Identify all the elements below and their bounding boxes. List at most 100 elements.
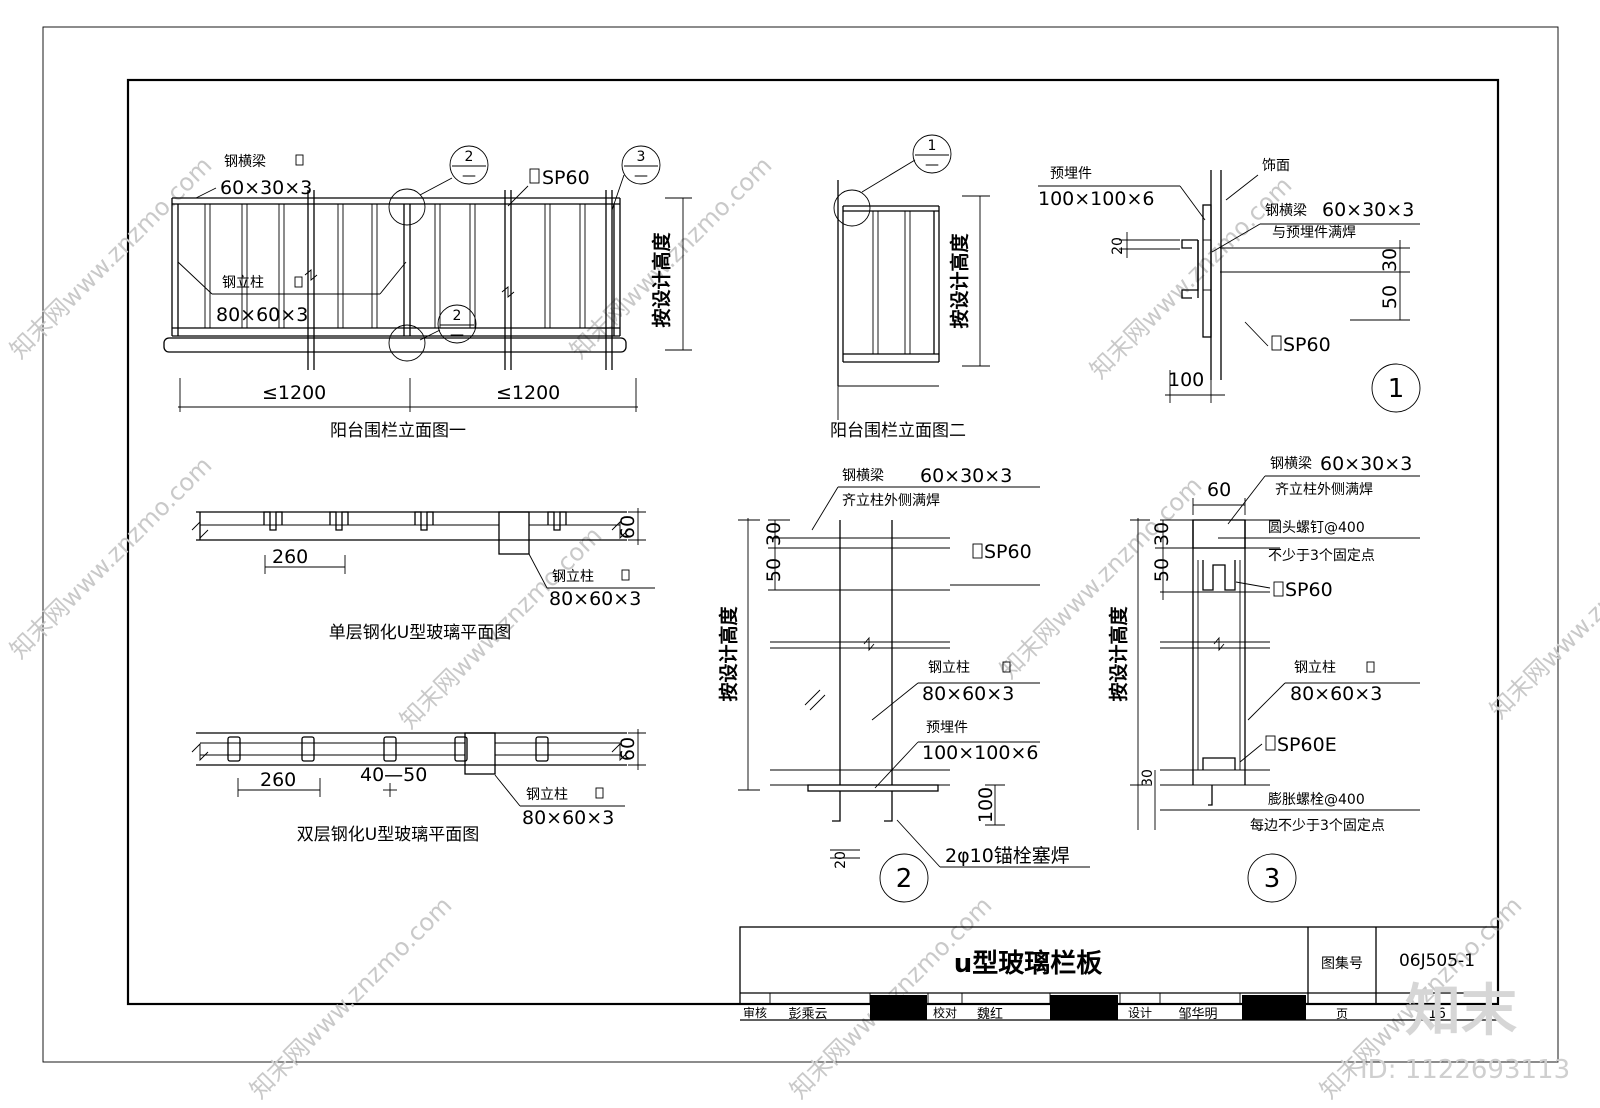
svg-text:预埋件: 预埋件 xyxy=(926,720,968,736)
detail-2: 30 50 按设计高度 钢横梁 60×30×3 齐立柱外侧满焊 SP60 钢立柱… xyxy=(717,465,1090,903)
svg-text:80×60×3: 80×60×3 xyxy=(522,807,614,829)
svg-text:80×60×3: 80×60×3 xyxy=(922,683,1014,705)
atlas-number: 06J505-1 xyxy=(1399,951,1475,971)
signature-designer xyxy=(1242,995,1306,1020)
svg-text:知末网www.znzmo.com: 知末网www.znzmo.com xyxy=(244,891,457,1104)
svg-text:知末网www.znzmo.com: 知末网www.znzmo.com xyxy=(1484,511,1600,724)
svg-text:图集号: 图集号 xyxy=(1321,955,1363,972)
svg-text:SP60E: SP60E xyxy=(1277,734,1337,756)
svg-text:60×30×3: 60×30×3 xyxy=(1322,199,1414,221)
svg-text:2: 2 xyxy=(453,308,462,324)
svg-text:≤1200: ≤1200 xyxy=(496,382,560,404)
plan-single-title: 单层钢化U型玻璃平面图 xyxy=(329,623,511,643)
svg-text:膨胀螺栓@400: 膨胀螺栓@400 xyxy=(1268,791,1365,808)
elevation-1: 2 — 3 — 2 — 钢横梁 60×30×3 钢立柱 80×60×3 SP60… xyxy=(163,145,692,441)
svg-text:魏红: 魏红 xyxy=(977,1006,1003,1022)
svg-text:40—50: 40—50 xyxy=(360,764,427,786)
svg-text:260: 260 xyxy=(272,546,308,568)
drawing-title: u型玻璃栏板 xyxy=(954,948,1103,979)
svg-text:审核: 审核 xyxy=(743,1005,767,1020)
svg-text:≤1200: ≤1200 xyxy=(262,382,326,404)
page-number: 16 xyxy=(1428,1006,1446,1022)
svg-text:SP60: SP60 xyxy=(984,541,1032,563)
svg-text:彭乘云: 彭乘云 xyxy=(788,1007,827,1022)
svg-text:—: — xyxy=(634,168,648,184)
svg-text:SP60: SP60 xyxy=(1283,334,1331,356)
elevation-2: 1 — 按设计高度 阳台围栏立面图二 xyxy=(830,134,990,441)
svg-text:50: 50 xyxy=(1151,558,1173,582)
svg-text:页: 页 xyxy=(1336,1007,1348,1021)
svg-text:SP60: SP60 xyxy=(1285,579,1333,601)
svg-text:齐立柱外侧满焊: 齐立柱外侧满焊 xyxy=(1275,482,1373,498)
svg-text:饰面: 饰面 xyxy=(1262,158,1290,174)
svg-text:与预埋件满焊: 与预埋件满焊 xyxy=(1272,225,1356,241)
svg-text:按设计高度: 按设计高度 xyxy=(948,233,971,329)
plan-double-title: 双层钢化U型玻璃平面图 xyxy=(297,825,479,845)
svg-text:钢立柱: 钢立柱 xyxy=(222,275,264,291)
signature-checker xyxy=(1050,995,1118,1020)
svg-text:80×60×3: 80×60×3 xyxy=(549,588,641,610)
svg-text:2φ10锚栓塞焊: 2φ10锚栓塞焊 xyxy=(945,845,1070,867)
svg-text:预埋件: 预埋件 xyxy=(1050,166,1092,182)
svg-text:SP60: SP60 xyxy=(542,167,590,189)
svg-text:圆头螺钉@400: 圆头螺钉@400 xyxy=(1268,520,1365,536)
callout-2-top xyxy=(449,145,489,185)
title-block: u型玻璃栏板 图集号 06J505-1 审核 彭乘云 校对 魏红 设计 邹华明 … xyxy=(739,926,1499,1022)
svg-text:60: 60 xyxy=(617,515,639,539)
svg-text:钢横梁: 钢横梁 xyxy=(1270,456,1312,472)
svg-text:80×60×3: 80×60×3 xyxy=(1290,683,1382,705)
svg-text:60×30×3: 60×30×3 xyxy=(1320,453,1412,475)
svg-text:钢立柱: 钢立柱 xyxy=(552,569,594,585)
svg-text:2: 2 xyxy=(465,149,474,165)
svg-text:钢横梁: 钢横梁 xyxy=(1265,203,1307,219)
svg-text:50: 50 xyxy=(1379,285,1401,309)
svg-text:—: — xyxy=(462,168,476,184)
outer-border xyxy=(42,26,1559,1063)
svg-text:设计: 设计 xyxy=(1128,1006,1152,1020)
svg-text:每边不少于3个固定点: 每边不少于3个固定点 xyxy=(1250,818,1385,834)
svg-text:20: 20 xyxy=(833,851,849,869)
elevation-2-title: 阳台围栏立面图二 xyxy=(830,421,966,441)
svg-text:知末网www.znzmo.com: 知末网www.znzmo.com xyxy=(4,451,217,664)
svg-text:1: 1 xyxy=(928,138,937,154)
svg-text:100: 100 xyxy=(1168,369,1204,391)
svg-text:钢横梁: 钢横梁 xyxy=(842,468,884,484)
svg-text:钢立柱: 钢立柱 xyxy=(526,787,568,803)
svg-text:校对: 校对 xyxy=(933,1005,957,1020)
plan-double: 260 40—50 60 钢立柱 80×60×3 双层钢化U型玻璃平面图 xyxy=(191,729,646,845)
svg-text:60×30×3: 60×30×3 xyxy=(220,177,312,199)
svg-text:钢立柱: 钢立柱 xyxy=(1294,660,1336,676)
svg-text:50: 50 xyxy=(763,558,785,582)
detail-1: 预埋件 100×100×6 饰面 钢横梁 60×30×3 与预埋件满焊 SP60… xyxy=(1038,158,1421,413)
svg-text:按设计高度: 按设计高度 xyxy=(650,232,673,328)
svg-text:按设计高度: 按设计高度 xyxy=(717,606,740,702)
detail-3: 30 50 30 按设计高度 60 钢横梁 60×30×3 齐立柱外侧满焊 圆头… xyxy=(1107,453,1420,903)
svg-text:按设计高度: 按设计高度 xyxy=(1107,606,1130,702)
svg-text:80×60×3: 80×60×3 xyxy=(216,304,308,326)
callout-3 xyxy=(621,145,661,185)
svg-text:60: 60 xyxy=(617,737,639,761)
svg-text:260: 260 xyxy=(260,769,296,791)
svg-text:30: 30 xyxy=(1140,769,1156,787)
svg-text:齐立柱外侧满焊: 齐立柱外侧满焊 xyxy=(842,493,940,509)
callout-2-bottom xyxy=(437,304,477,344)
svg-text:—: — xyxy=(925,157,939,173)
svg-text:100: 100 xyxy=(975,787,997,823)
svg-text:3: 3 xyxy=(637,149,646,165)
svg-text:1: 1 xyxy=(1388,374,1405,404)
svg-text:100×100×6: 100×100×6 xyxy=(922,742,1038,764)
svg-text:60: 60 xyxy=(1207,479,1231,501)
svg-text:3: 3 xyxy=(1264,864,1281,894)
svg-text:不少于3个固定点: 不少于3个固定点 xyxy=(1268,548,1375,564)
svg-text:钢横梁: 钢横梁 xyxy=(224,154,266,170)
plan-single: 260 60 钢立柱 80×60×3 单层钢化U型玻璃平面图 xyxy=(191,508,655,643)
svg-text:30: 30 xyxy=(1379,248,1401,272)
svg-text:邹华明: 邹华明 xyxy=(1178,1006,1217,1022)
svg-text:2: 2 xyxy=(896,864,913,894)
image-id: ID: 1122693113 xyxy=(1360,1055,1570,1085)
svg-text:知末网www.znzmo.com: 知末网www.znzmo.com xyxy=(4,151,217,364)
elevation-1-title: 阳台围栏立面图一 xyxy=(330,421,466,441)
svg-text:30: 30 xyxy=(1151,522,1173,546)
svg-text:100×100×6: 100×100×6 xyxy=(1038,188,1154,210)
